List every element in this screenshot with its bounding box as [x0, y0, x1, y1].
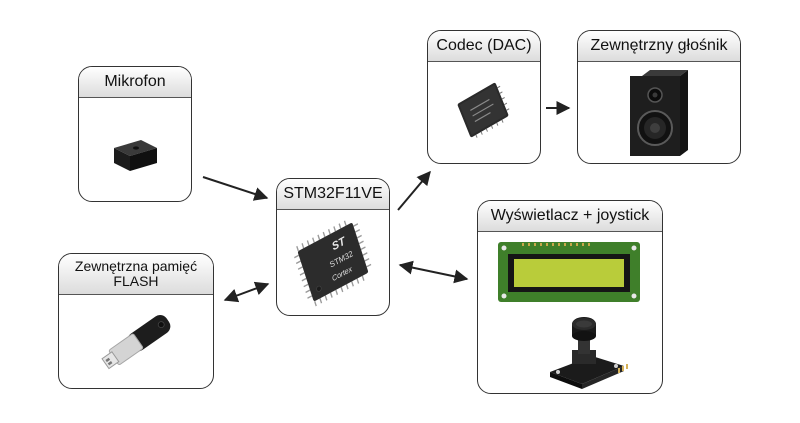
codec-title: Codec (DAC)	[428, 31, 540, 62]
display-joystick-block: Wyświetlacz + joystick	[477, 200, 663, 394]
speaker-icon	[630, 70, 688, 156]
speaker-block: Zewnętrzny głośnik	[577, 30, 741, 164]
arrow-mcu-to-codec	[397, 170, 431, 211]
stm32-chip-icon: ST STM32 Cortex	[294, 220, 372, 307]
flash-title-line1: Zewnętrzna pamięć	[74, 258, 198, 275]
display-joystick-title: Wyświetlacz + joystick	[478, 201, 662, 232]
mcu-title: STM32F11VE	[277, 179, 389, 210]
mikrofon-title: Mikrofon	[79, 67, 191, 98]
mikrofon-block: Mikrofon	[78, 66, 192, 202]
lcd-display-icon	[498, 242, 640, 389]
codec-block: Codec (DAC)	[427, 30, 541, 164]
arrow-mikrofon-to-mcu	[202, 176, 269, 201]
flash-title: Zewnętrzna pamięć FLASH	[59, 254, 213, 295]
flash-title-line2: FLASH	[113, 273, 159, 289]
joystick-icon	[550, 317, 628, 389]
arrow-mcu-display-bidirectional	[398, 260, 469, 284]
mcu-block: STM32F11VE	[276, 178, 390, 316]
usb-flash-drive-icon	[101, 315, 171, 370]
arrow-mcu-flash-bidirectional	[223, 281, 270, 303]
codec-chip-icon	[457, 82, 510, 138]
speaker-title: Zewnętrzny głośnik	[578, 31, 740, 62]
flash-block: Zewnętrzna pamięć FLASH	[58, 253, 214, 389]
microphone-icon	[114, 140, 157, 171]
